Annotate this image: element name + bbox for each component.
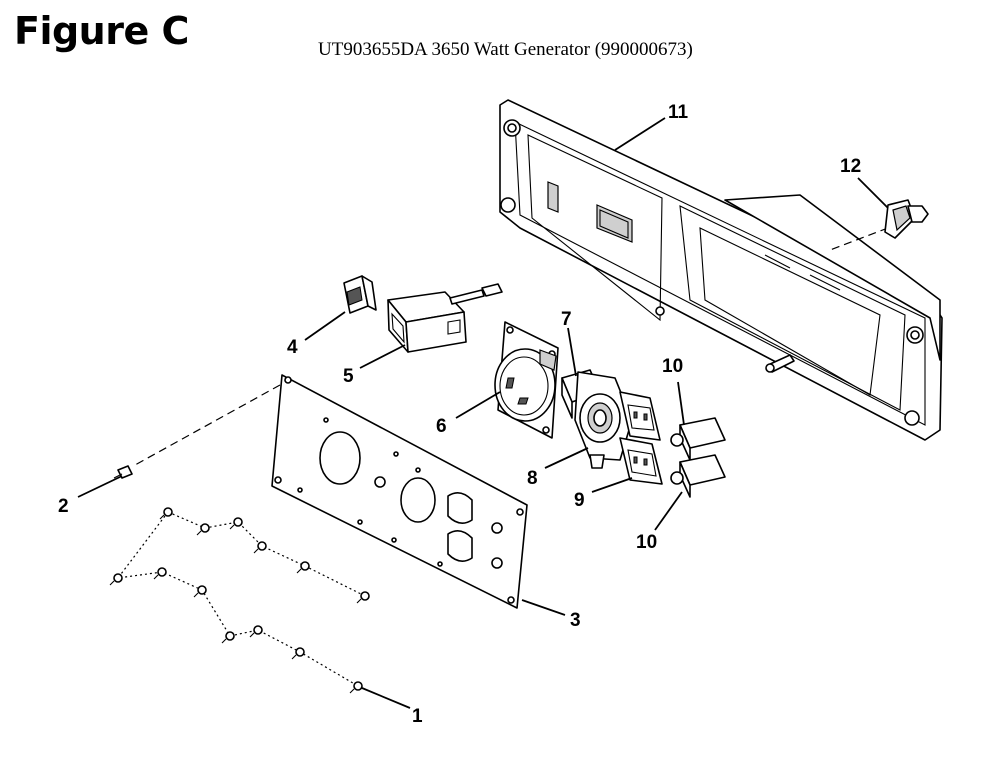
screw bbox=[249, 625, 263, 638]
callout-12: 12 bbox=[840, 156, 861, 177]
plate-screw bbox=[113, 384, 281, 479]
circuit-breaker-upper bbox=[670, 417, 726, 461]
leader-1 bbox=[361, 687, 411, 709]
screw bbox=[229, 517, 243, 530]
leader-3 bbox=[521, 599, 566, 616]
screw bbox=[221, 631, 235, 644]
screw bbox=[349, 681, 363, 694]
leader-12 bbox=[857, 177, 889, 209]
screw bbox=[356, 591, 370, 604]
callout-3: 3 bbox=[570, 610, 581, 631]
rocker-switch bbox=[343, 275, 377, 314]
round-outlet bbox=[574, 371, 633, 469]
figure-label: Figure C bbox=[14, 9, 189, 53]
screw bbox=[159, 507, 173, 520]
callout-labels: 11 12 4 5 6 7 8 9 10 10 3 2 1 bbox=[58, 102, 861, 727]
panel-housing bbox=[499, 99, 943, 441]
callout-8: 8 bbox=[527, 468, 538, 489]
callout-1: 1 bbox=[412, 706, 423, 727]
callout-4: 4 bbox=[287, 337, 298, 358]
callout-10-upper: 10 bbox=[662, 356, 683, 377]
callout-11: 11 bbox=[668, 102, 689, 123]
callout-9: 9 bbox=[574, 490, 585, 511]
callout-7: 7 bbox=[561, 309, 572, 330]
leader-7 bbox=[567, 327, 577, 377]
callout-5: 5 bbox=[343, 366, 354, 387]
screw bbox=[153, 567, 167, 580]
duplex-outlet-lower bbox=[619, 437, 663, 485]
leader-5 bbox=[359, 344, 406, 369]
screw bbox=[193, 585, 207, 598]
hour-meter bbox=[387, 283, 503, 353]
duplex-outlet-upper bbox=[619, 391, 661, 441]
faceplate bbox=[271, 374, 528, 609]
leader-6 bbox=[455, 391, 501, 419]
leader-11 bbox=[614, 117, 666, 151]
leader-9 bbox=[591, 477, 633, 493]
circuit-breaker-lower bbox=[670, 454, 726, 498]
model-title: UT903655DA 3650 Watt Generator (99000067… bbox=[318, 39, 693, 60]
screw-set bbox=[109, 507, 370, 694]
leader-10a bbox=[677, 381, 685, 426]
screw bbox=[291, 647, 305, 660]
screw bbox=[253, 541, 267, 554]
leader-8 bbox=[544, 447, 589, 469]
callout-10-lower: 10 bbox=[636, 532, 657, 553]
leader-2 bbox=[77, 475, 123, 498]
screw bbox=[196, 523, 210, 536]
panel-grommet bbox=[829, 199, 929, 251]
leader-lines bbox=[77, 117, 889, 709]
leader-10b bbox=[654, 491, 683, 531]
screw bbox=[109, 573, 123, 586]
twist-lock-receptacle bbox=[494, 321, 559, 439]
screw bbox=[296, 561, 310, 574]
callout-2: 2 bbox=[58, 496, 69, 517]
callout-6: 6 bbox=[436, 416, 447, 437]
leader-4 bbox=[304, 311, 346, 341]
